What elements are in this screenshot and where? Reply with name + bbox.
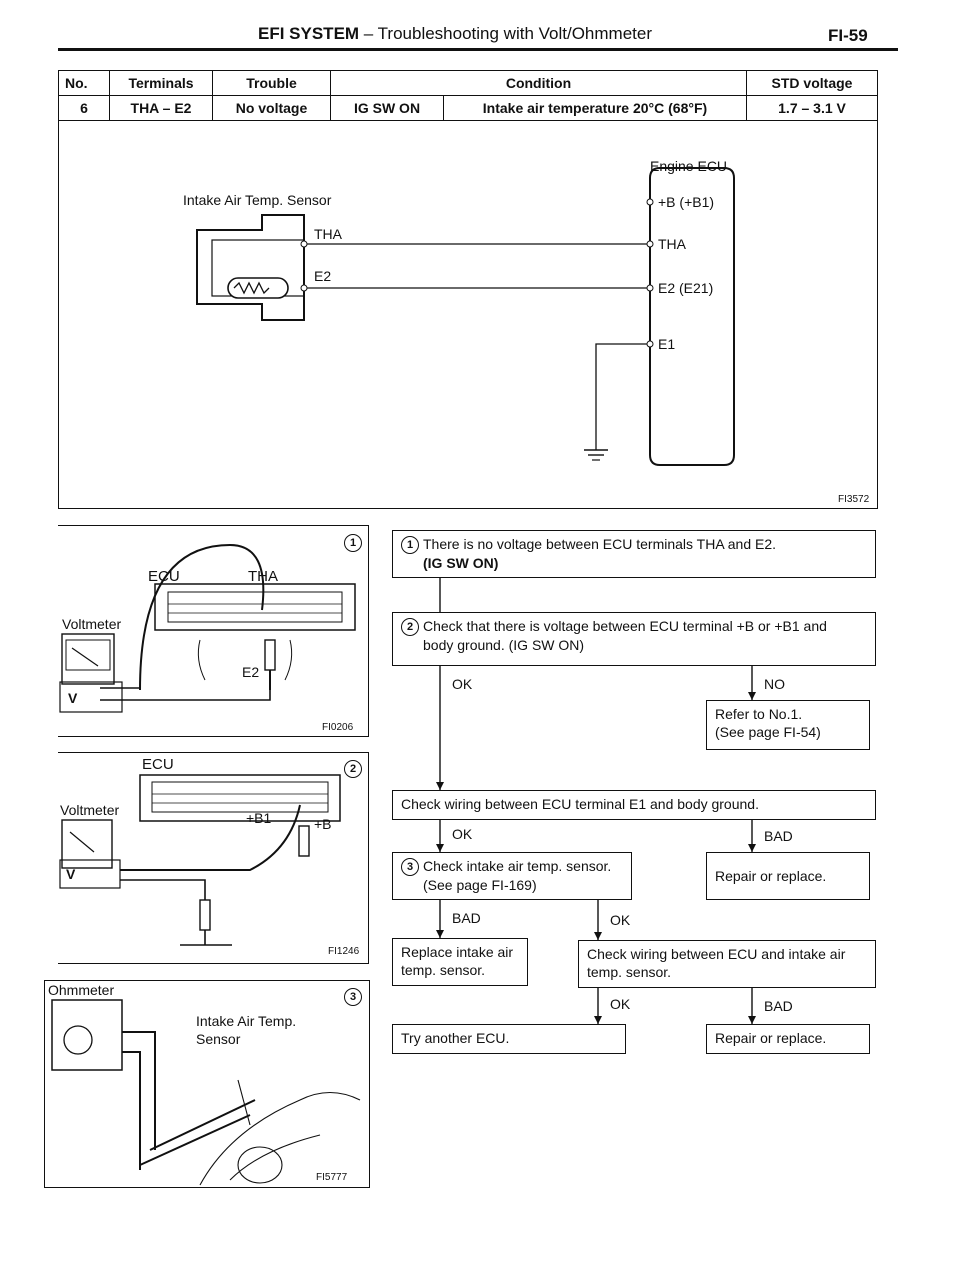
repair-1-text: Repair or replace. [715,868,827,884]
flow-bad-3: BAD [452,910,481,926]
flow-check-e1: Check wiring between ECU terminal E1 and… [392,790,876,820]
figure-2-b1-label: +B1 [246,810,272,826]
cell-std-voltage: 1.7 – 3.1 V [746,95,878,121]
cell-condition-ig: IG SW ON [330,95,444,121]
flow-try-ecu: Try another ECU. [392,1024,626,1054]
figure-1-number: 1 [344,534,366,553]
ecu-label: Engine ECU [650,158,728,174]
figure-2-voltmeter-label: Voltmeter [60,802,120,818]
pin-tha: THA [658,236,686,252]
step-1-condition: (IG SW ON) [423,555,499,572]
pin-b: +B (+B1) [658,194,715,210]
flow-check-wiring: Check wiring between ECU and intake air … [578,940,876,988]
figure-1-panel [58,525,369,737]
table-row: 6 THA – E2 No voltage IG SW ON Intake ai… [58,95,878,121]
flow-ok-2: OK [452,826,473,842]
flow-bad-2: BAD [764,828,793,844]
pin-e2: E2 (E21) [658,280,714,296]
header-trouble: Trouble [212,70,331,96]
step-3-number: 3 [401,858,419,877]
page-title: EFI SYSTEM – Troubleshooting with Volt/O… [258,24,653,43]
figure-1-e2-label: E2 [242,664,260,680]
check-e1-text: Check wiring between ECU terminal E1 and… [401,796,759,812]
try-ecu-text: Try another ECU. [401,1030,510,1046]
flow-no-1: NO [764,676,785,692]
figure-1-v-label: V [68,690,78,706]
refer-page: (See page FI-54) [715,724,821,740]
page-number: FI-59 [828,26,868,45]
flow-ok-3: OK [610,912,631,928]
figure-3-panel [44,980,370,1188]
flow-ok-1: OK [452,676,473,692]
figure-3-sensor-label: Intake Air Temp. Sensor [196,1013,297,1047]
step-2-text-2: body ground. (IG SW ON) [423,637,585,654]
check-wiring-text-2: temp. sensor. [587,964,672,980]
wiring-diagram-panel [58,118,878,509]
step-1-number: 1 [401,536,419,555]
figure-1-voltmeter-label: Voltmeter [62,616,122,632]
replace-text: Replace intake air [401,944,514,960]
step-1-text: There is no voltage between ECU terminal… [423,536,777,552]
figure-2-ecu-label: ECU [142,756,174,773]
check-wiring-text: Check wiring between ECU and intake air [587,946,846,962]
figure-code: FI3572 [838,494,870,505]
replace-text-2: temp. sensor. [401,962,486,978]
pin-e1: E1 [658,336,676,352]
step-3-text: Check intake air temp. sensor. [423,858,612,874]
step-2-text: Check that there is voltage between ECU … [423,618,827,634]
sensor-e2-label: E2 [314,268,332,284]
flow-repair-2: Repair or replace. [706,1024,870,1054]
step-2-number: 2 [401,618,419,637]
figure-2-b-label: +B [314,816,332,832]
flow-ok-4: OK [610,996,631,1012]
table-header-row: No. Terminals Trouble Condition STD volt… [58,70,878,96]
header-condition: Condition [330,70,747,96]
step-3-page: (See page FI-169) [423,877,537,894]
sensor-tha-label: THA [314,226,342,242]
header-no: No. [58,70,110,96]
repair-2-text: Repair or replace. [715,1030,827,1046]
flow-repair-1: Repair or replace. [706,852,870,900]
cell-condition-temp: Intake air temperature 20°C (68°F) [443,95,747,121]
figure-1-code: FI0206 [322,722,354,733]
figure-1-tha-label: THA [248,568,278,585]
figure-2-number: 2 [344,760,366,779]
cell-terminals: THA – E2 [109,95,213,121]
spec-table: No. Terminals Trouble Condition STD volt… [58,70,878,121]
figure-2-panel [58,752,369,964]
flow-bad-4: BAD [764,998,793,1014]
figure-3-number: 3 [344,988,366,1007]
figure-1-ecu-label: ECU [148,568,180,585]
sensor-label: Intake Air Temp. Sensor [183,192,332,208]
cell-no: 6 [58,95,110,121]
flow-refer-box: Refer to No.1. (See page FI-54) [706,700,870,750]
header-terminals: Terminals [109,70,213,96]
header-rule [58,48,898,51]
cell-trouble: No voltage [212,95,331,121]
figure-3-ohmmeter-label: Ohmmeter [48,982,115,998]
figure-2-v-label: V [66,866,76,882]
header-std-voltage: STD voltage [746,70,878,96]
figure-2-code: FI1246 [328,946,360,957]
refer-text: Refer to No.1. [715,706,803,722]
flow-replace-sensor: Replace intake air temp. sensor. [392,938,528,986]
figure-3-code: FI5777 [316,1172,348,1183]
